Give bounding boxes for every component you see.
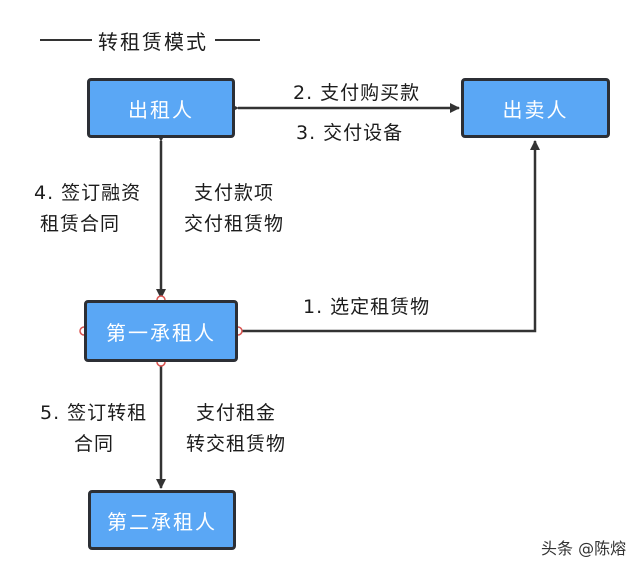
edge-label-line: 支付租金 bbox=[196, 402, 277, 424]
node-lessor: 出租人 bbox=[87, 78, 235, 138]
edge-label-pay-purchase: 2. 支付购买款 bbox=[293, 82, 421, 104]
edge-label-line: 4. 签订融资 bbox=[34, 182, 142, 204]
edge-label-line: 合同 bbox=[74, 433, 115, 455]
node-first-lessee: 第一承租人 bbox=[84, 300, 238, 362]
node-second-lessee: 第二承租人 bbox=[88, 490, 236, 550]
edge-label-line: 租赁合同 bbox=[40, 213, 121, 235]
node-seller: 出卖人 bbox=[461, 78, 610, 138]
edge-label-sign-finance-lease: 4. 签订融资 租赁合同 bbox=[34, 178, 141, 240]
edge-label-pay-and-deliver: 支付款项 交付租赁物 bbox=[184, 178, 284, 240]
edge-label-sign-sublease: 5. 签订转租 合同 bbox=[40, 398, 147, 460]
edge-label-rent-and-transfer: 支付租金 转交租赁物 bbox=[186, 398, 286, 460]
edge-label-line: 5. 签订转租 bbox=[40, 402, 148, 424]
edge-label-select-item: 1. 选定租赁物 bbox=[303, 296, 431, 318]
arrow-first-lessee-seller bbox=[238, 140, 540, 333]
title-left-rule bbox=[40, 39, 92, 41]
diagram-title: 转租赁模式 bbox=[40, 24, 260, 54]
edge-label-line: 转交租赁物 bbox=[186, 433, 287, 455]
watermark: 头条 @陈熔 bbox=[541, 539, 627, 558]
title-text: 转租赁模式 bbox=[98, 30, 208, 54]
edge-label-deliver-equipment: 3. 交付设备 bbox=[296, 122, 404, 144]
title-right-rule bbox=[215, 39, 260, 41]
edge-label-line: 支付款项 bbox=[194, 182, 275, 204]
edge-label-line: 交付租赁物 bbox=[184, 213, 285, 235]
